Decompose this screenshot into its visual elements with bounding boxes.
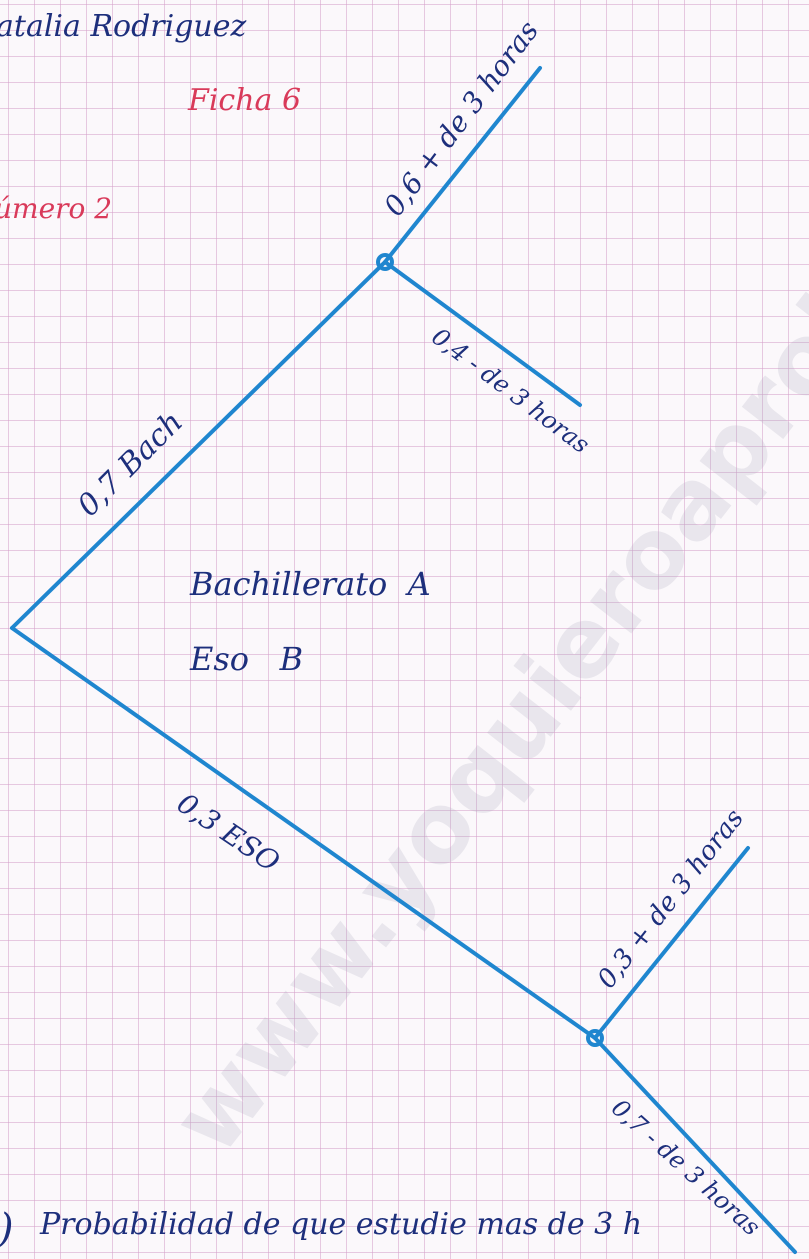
- watermark-text: www.yoquieroaprobar.es: [150, 45, 809, 1175]
- tree-node-bach: [376, 253, 394, 271]
- label-eso-more-3h: 0,3 + de 3 horas: [592, 804, 750, 995]
- label-bach-less-3h: 0,4 - de 3 horas: [426, 322, 594, 458]
- branch-root-to-bach: [10, 260, 387, 630]
- label-root-bach: 0,7 Bach: [71, 405, 190, 524]
- branch-bach-more-3h: [383, 66, 542, 264]
- label-bach-more-3h: 0,6 + de 3 horas: [377, 14, 545, 222]
- question-marker: ): [0, 1206, 14, 1252]
- legend-eso: Eso B: [189, 640, 303, 678]
- label-root-eso: 0,3 ESO: [171, 786, 286, 878]
- tree-node-eso: [586, 1029, 604, 1047]
- branch-bach-less-3h: [383, 260, 582, 407]
- branch-eso-less-3h: [593, 1036, 797, 1254]
- question-text: Probabilidad de que estudie mas de 3 h: [39, 1207, 642, 1242]
- branch-root-to-eso: [10, 626, 597, 1040]
- branch-eso-more-3h: [593, 846, 750, 1040]
- legend-bachillerato: Bachillerato A: [189, 565, 431, 603]
- exercise-number: úmero 2: [0, 192, 112, 225]
- student-name: atalia Rodriguez: [0, 9, 247, 44]
- sheet-title: Ficha 6: [187, 83, 301, 118]
